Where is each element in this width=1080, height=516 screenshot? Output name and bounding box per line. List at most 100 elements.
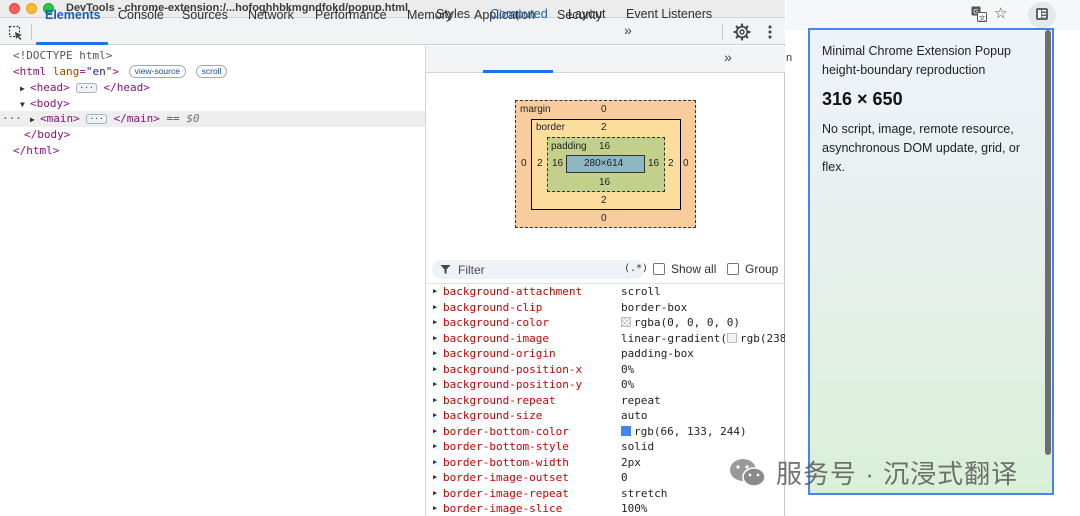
translate-icon[interactable]: G 文	[971, 6, 987, 22]
padding-bottom-value[interactable]: 16	[599, 177, 611, 188]
expand-triangle-icon[interactable]: ▶	[433, 488, 438, 497]
margin-left-value[interactable]: 0	[521, 158, 527, 169]
dom-node-html[interactable]: <html lang="en"> view-source scroll	[13, 64, 439, 80]
expand-triangle-icon[interactable]: ▶	[433, 395, 438, 404]
property-name: background-image	[443, 331, 549, 345]
dom-node-doctype[interactable]: <!DOCTYPE html>	[13, 48, 439, 64]
tab-console[interactable]: Console	[118, 8, 164, 22]
color-swatch-icon[interactable]	[621, 317, 631, 327]
expand-triangle-icon[interactable]: ▶	[433, 426, 438, 435]
property-name: border-image-outset	[443, 471, 569, 484]
expand-triangle-icon[interactable]: ▶	[433, 457, 438, 466]
collapse-triangle-icon[interactable]: ▼	[20, 100, 25, 109]
border-bottom-value[interactable]: 2	[601, 195, 607, 206]
more-subtabs-icon[interactable]: »	[724, 49, 732, 65]
gear-icon[interactable]	[733, 23, 751, 41]
property-value: padding-box	[621, 346, 694, 362]
scroll-badge[interactable]: scroll	[195, 65, 228, 78]
dom-node-main-selected[interactable]: ··· ▶<main> ··· </main> == $0	[0, 111, 426, 127]
show-all-checkbox[interactable]	[653, 263, 665, 275]
expand-triangle-icon[interactable]: ▶	[433, 380, 438, 388]
dom-node-html-close[interactable]: </html>	[13, 143, 439, 159]
dom-node-body[interactable]: ▼<body>	[20, 96, 446, 112]
main-tab-bar	[0, 18, 785, 45]
margin-top-value[interactable]: 0	[601, 104, 607, 115]
border-right-value[interactable]: 2	[668, 158, 674, 169]
tab-memory[interactable]: Memory	[407, 8, 453, 22]
expand-triangle-icon[interactable]: ▶	[433, 318, 438, 326]
padding-top-value[interactable]: 16	[599, 141, 611, 152]
dom-node-body-close[interactable]: </body>	[24, 127, 450, 143]
expand-triangle-icon[interactable]: ▶	[30, 115, 35, 124]
expand-triangle-icon[interactable]: ▶	[433, 333, 438, 342]
property-name: background-attachment	[443, 285, 583, 298]
minimize-window-button[interactable]	[26, 3, 37, 14]
panel-splitter[interactable]	[425, 46, 426, 516]
tab-performance[interactable]: Performance	[315, 8, 387, 22]
expand-triangle-icon[interactable]: ▶	[433, 302, 438, 311]
tab-styles[interactable]: Styles	[436, 7, 471, 21]
tab-event-listeners[interactable]: Event Listeners	[626, 7, 713, 21]
color-swatch-icon[interactable]	[621, 425, 631, 436]
expand-triangle-icon[interactable]: ▶	[433, 504, 438, 512]
group-checkbox[interactable]	[727, 263, 739, 275]
padding-right-value[interactable]: 16	[648, 158, 660, 169]
tab-computed[interactable]: Computed	[490, 7, 548, 21]
popup-scrollbar[interactable]	[1045, 30, 1051, 455]
expand-triangle-icon[interactable]: ▶	[433, 287, 438, 295]
expand-triangle-icon[interactable]: ▶	[433, 364, 438, 373]
close-window-button[interactable]	[9, 3, 20, 14]
inspect-element-icon[interactable]	[8, 25, 24, 41]
collapsed-ellipsis[interactable]: ···	[86, 114, 107, 124]
expand-triangle-icon[interactable]: ▶	[433, 473, 438, 481]
devtools-window: DevTools - chrome-extension:/...hofoghhb…	[0, 0, 785, 516]
tab-application[interactable]: Application	[474, 8, 536, 22]
computed-filter-input[interactable]	[458, 262, 608, 277]
expand-triangle-icon[interactable]: ▶	[433, 349, 438, 357]
bookmark-star-icon[interactable]: ☆	[994, 5, 1008, 22]
row-actions-dots[interactable]: ···	[2, 112, 22, 125]
view-source-badge[interactable]: view-source	[128, 65, 186, 78]
property-value: stretch	[621, 486, 667, 502]
border-left-value[interactable]: 2	[537, 158, 543, 169]
color-swatch-icon[interactable]	[726, 332, 737, 343]
padding-left-value[interactable]: 16	[552, 158, 564, 169]
more-options-icon[interactable]	[763, 23, 777, 41]
content-size-value[interactable]: 280×614	[584, 158, 624, 169]
expand-triangle-icon[interactable]: ▶	[433, 411, 438, 419]
dom-node-head[interactable]: ▶<head> ··· </head>	[20, 80, 446, 96]
border-top-value[interactable]: 2	[601, 122, 607, 133]
window-title: DevTools - chrome-extension:/...hofoghhb…	[66, 2, 409, 14]
margin-bottom-value[interactable]: 0	[601, 213, 607, 224]
collapsed-ellipsis[interactable]: ···	[76, 83, 97, 93]
tab-security[interactable]: Security	[557, 8, 603, 22]
margin-right-value[interactable]: 0	[683, 158, 689, 169]
main-close-tag: </main>	[113, 112, 160, 125]
regex-toggle-button[interactable]: (.*)	[624, 263, 649, 274]
tab-elements[interactable]: Elements	[45, 8, 101, 22]
expand-triangle-icon[interactable]: ▶	[433, 442, 438, 450]
maximize-window-button[interactable]	[43, 3, 54, 14]
more-tabs-icon[interactable]: »	[624, 22, 632, 38]
expand-triangle-icon[interactable]: ▶	[20, 84, 25, 93]
tab-layout[interactable]: Layout	[568, 7, 606, 21]
popup-size-heading: 316 × 650	[822, 89, 903, 109]
body-close-tag: </body>	[24, 128, 71, 141]
tab-network[interactable]: Network	[248, 8, 294, 22]
tab-sources[interactable]: Sources	[182, 8, 228, 22]
